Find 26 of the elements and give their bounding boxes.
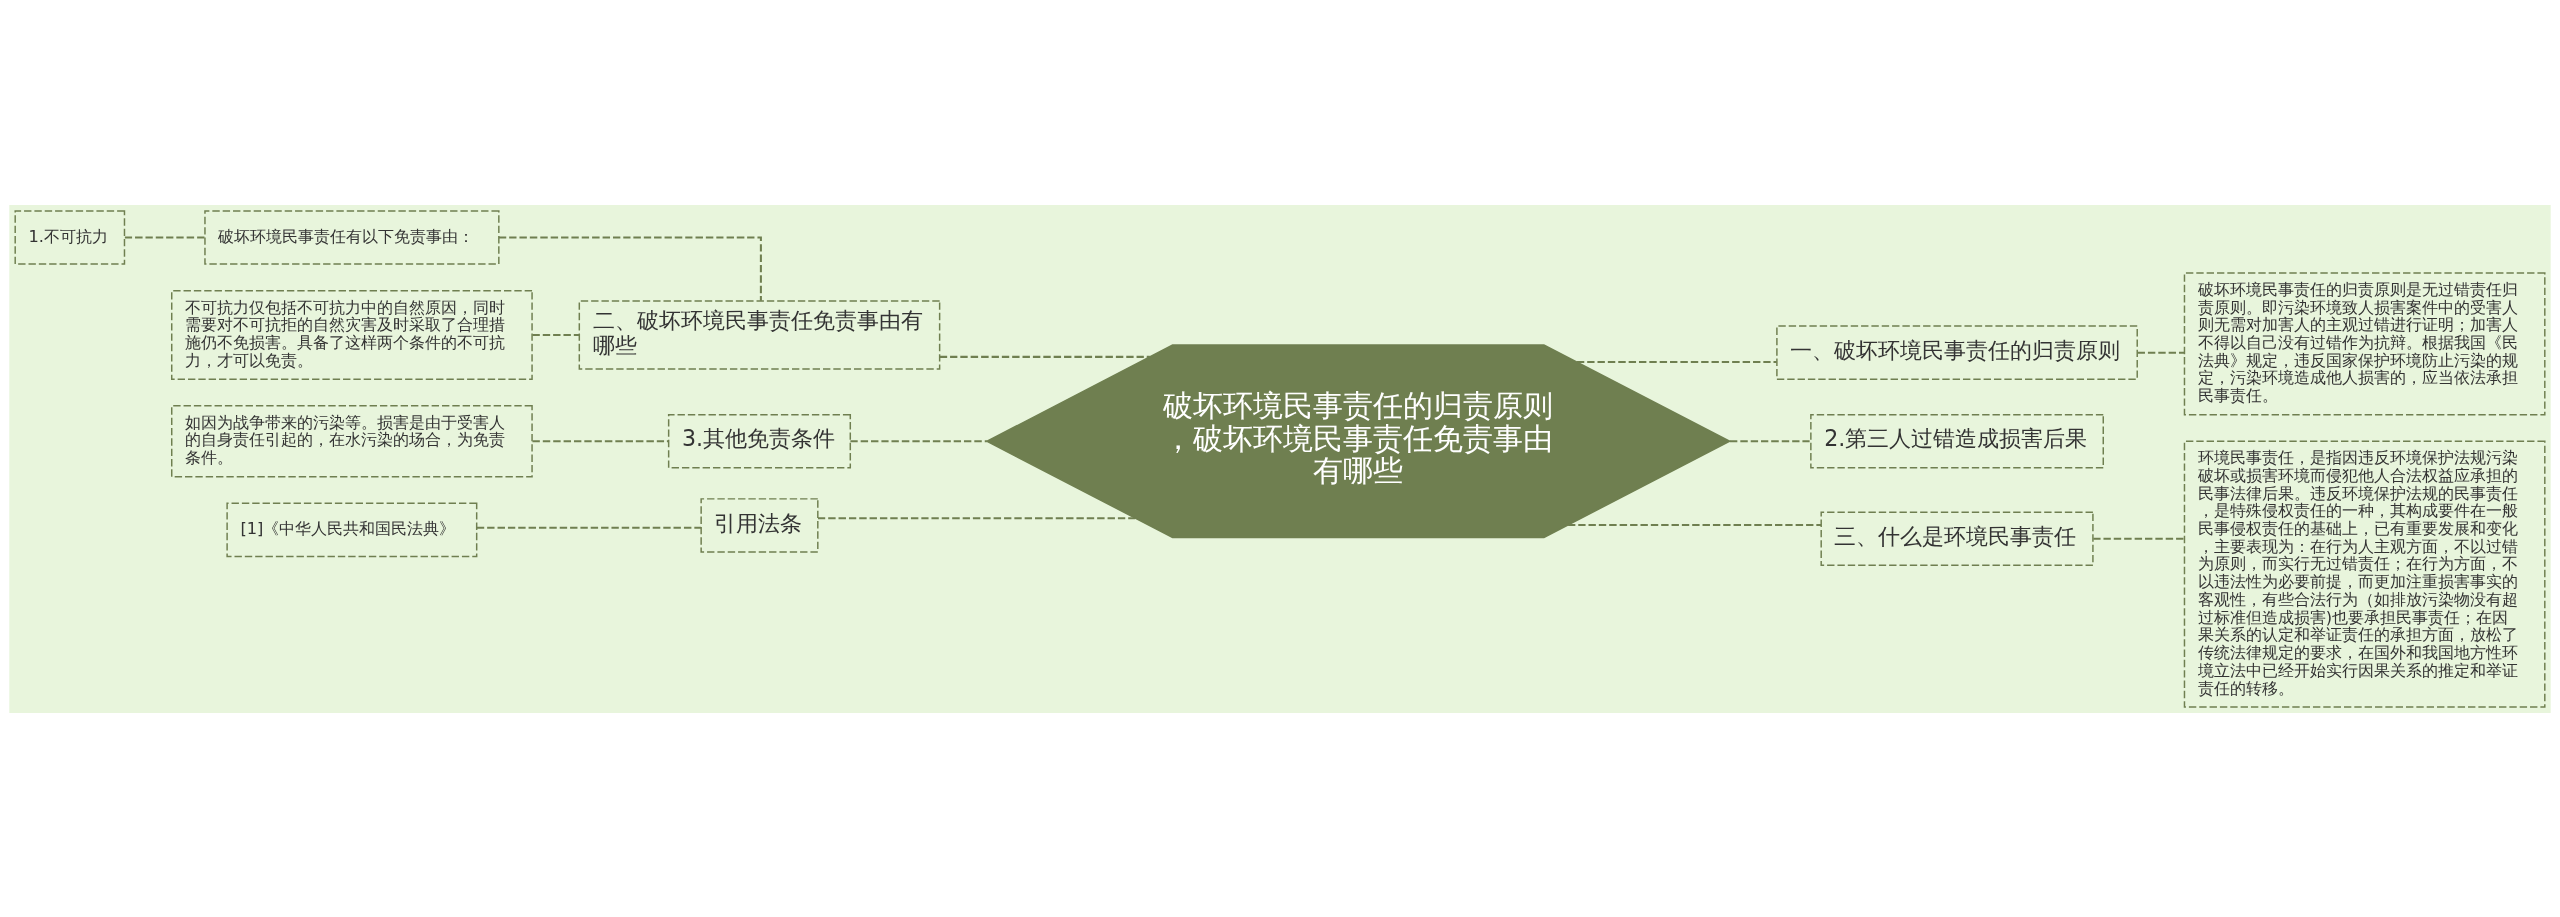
connector [2137,351,2185,354]
connector [476,526,702,529]
connector [2093,537,2185,540]
connector [532,439,669,442]
connector [499,235,762,301]
connector [1729,439,1811,442]
node-box: 一、破坏环境民事责任的归责原则 [1776,324,2138,380]
node-box: 破坏环境民事责任的归责原则是无过错责任归责原则。即污染环境致人损害案件中的受害人则无需对加害人的主观过错进行证明；加害人不得以自己没有过错作为抗辩。根据我国《民法典》规定，违反国家保护环境防止污染的规定，污染环境造成他人损害的，应当依法承担民事责任。 [2183,271,2546,415]
node-box: 破坏环境民事责任有以下免责事由： [204,209,500,265]
node-box: 如因为战争带来的污染等。损害是由于受害人的自身责任引起的，在水污染的场合，为免责条件。 [171,404,533,477]
connector [1577,360,1777,363]
connector [850,439,987,442]
node-box: 3.其他免责条件 [667,413,852,469]
node-box: 引用法条 [700,497,819,553]
connector [124,235,205,239]
node-box: 1.不可抗力 [14,209,126,265]
node-box: [1]《中华人民共和国民法典》 [226,502,478,557]
connector [1568,523,1822,526]
node-box: 不可抗力仅包括不可抗力中的自然原因，同时需要对不可抗拒的自然灾害及时采取了合理措施仍不免损害。具备了这样两个条件的不可抗力，才可以免责。 [171,289,533,380]
connector [532,333,580,336]
connector [939,355,1150,358]
node-box: 环境民事责任，是指因违反环境保护法规污染破坏或损害环境而侵犯他人合法权益应承担的民事法律后果。违反环境保护法规的民事责任，是特殊侵权责任的一种，其构成要件在一般民事侵权责任的基础上，已有重要发展和变化，主要表现为：在行为人主观方面，不以过错为原则，而实行无过错责任；在行为方面，不以违法性为必要前提，而更加注重损害事实的客观性，有些合法行为（如排放污染物没有超过标准但造成损害)也要承担民事责任；在因果关系的认定和举证责任的承担方面，放松了传统法律规定的要求，在国外和我国地方性环境立法中已经开始实行因果关系的推定和举证责任的转移。 [2183,440,2546,708]
node-box: 三、什么是环境民事责任 [1820,510,2094,566]
node-box: 2.第三人过错造成损害后果 [1810,413,2104,469]
connector [818,516,1136,519]
node-box: 二、破坏环境民事责任免责事由有哪些 [578,299,941,370]
